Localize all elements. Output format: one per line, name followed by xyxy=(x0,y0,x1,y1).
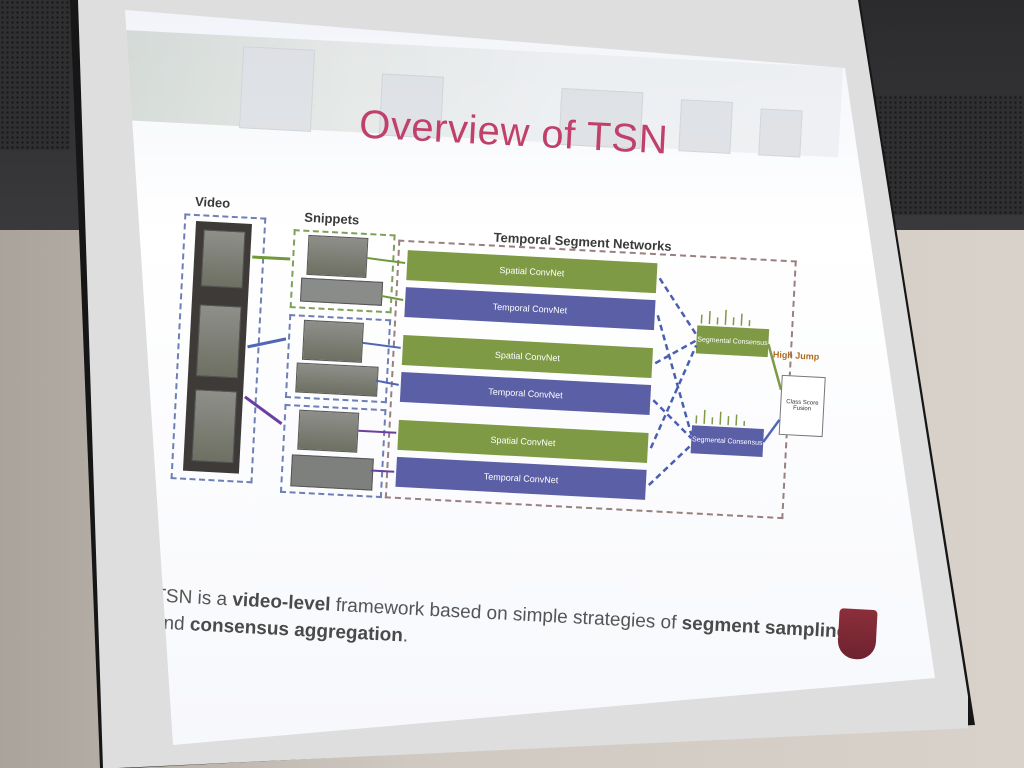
arrow-snippet-to-spatial-1 xyxy=(367,257,406,264)
arrow-snippet-to-temporal-3 xyxy=(371,469,395,473)
flow-arrows xyxy=(244,255,783,486)
arrow-snippet-to-temporal-2 xyxy=(375,379,399,386)
university-crest-logo xyxy=(837,608,878,661)
speaker-left xyxy=(0,0,70,150)
link-spatial-1 xyxy=(658,277,698,337)
caption-text-4: . xyxy=(402,625,409,647)
caption-bold-3: consensus aggregation xyxy=(189,614,404,647)
arrow-consensus-to-fusion-2 xyxy=(762,419,781,443)
caption-text-1: TSN is a xyxy=(153,585,233,611)
arrow-video-to-snippet-3 xyxy=(244,395,283,425)
arrow-video-to-snippet-2 xyxy=(247,337,287,349)
link-temporal-2 xyxy=(652,399,693,440)
arrow-video-to-snippet-1 xyxy=(252,255,291,261)
link-spatial-2 xyxy=(654,339,698,365)
caption-bold-1: video-level xyxy=(231,589,332,616)
slide: Overview of TSN Video Snippets Temporal … xyxy=(125,10,935,745)
arrow-snippet-to-spatial-2 xyxy=(362,341,401,349)
arrow-consensus-to-fusion-1 xyxy=(767,343,783,391)
caption-bold-2: segment sampling xyxy=(681,612,849,643)
arrow-snippet-to-spatial-3 xyxy=(358,429,397,434)
slide-content: Overview of TSN Video Snippets Temporal … xyxy=(125,10,934,745)
link-spatial-3 xyxy=(649,344,698,449)
arrow-snippet-to-temporal-1 xyxy=(380,294,404,301)
speaker-right xyxy=(868,95,1024,215)
link-temporal-1 xyxy=(656,314,693,436)
link-temporal-3 xyxy=(647,444,692,486)
